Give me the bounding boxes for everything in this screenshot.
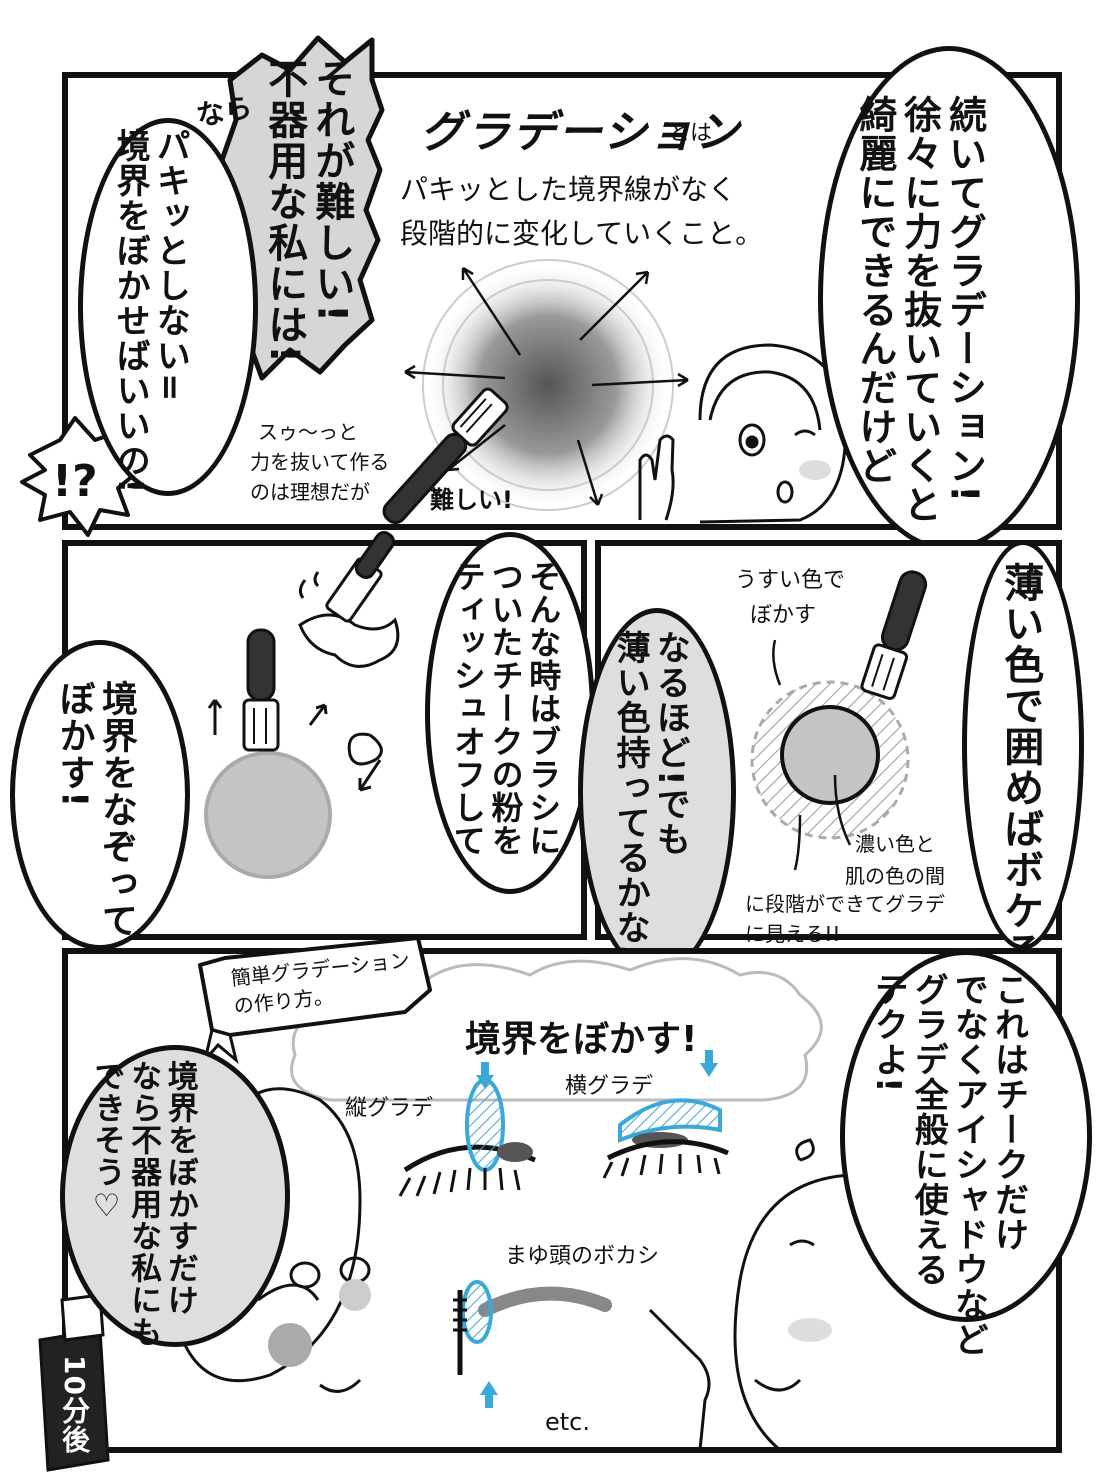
label-horizontal-gradient: 横グラデ xyxy=(565,1074,654,1099)
label-step-1: に段階ができてグラデ xyxy=(745,892,945,916)
time-badge-text: 10分後 xyxy=(58,1355,92,1454)
brush-panel-2 xyxy=(242,628,280,752)
speech-text-technique: これはチークだけ でなくアイシャドウなど グラデ全般に使える テクよ! xyxy=(868,972,1029,1357)
speech-bubble-continue xyxy=(818,46,1080,551)
label-light-color-2: ぼかす xyxy=(750,603,817,628)
girl-face-panel-1 xyxy=(638,343,847,524)
speech-bubble-surround xyxy=(962,540,1084,950)
girl-left xyxy=(183,1087,371,1393)
pointer-lines-panel-3 xyxy=(772,639,852,871)
gradient-circle xyxy=(422,259,674,511)
speech-bubble-blur xyxy=(78,118,258,496)
gradation-heading-suffix: とは xyxy=(668,121,713,146)
speech-text-trace: 境界をなぞって ぼかす! xyxy=(53,680,137,939)
speech-text-can-do: 境界をぼかすだけ なら不器用な私にも できそう♡ xyxy=(88,1060,198,1348)
brush-caption-line1: スゥ〜っと xyxy=(258,420,358,444)
label-vertical-gradient: 縦グラデ xyxy=(345,1096,434,1121)
panel-4-title: 境界をぼかす! xyxy=(465,1019,698,1060)
time-badge-shape xyxy=(38,1293,110,1472)
motion-arrows-panel-2 xyxy=(207,699,383,792)
label-light-color: うすい色で xyxy=(735,568,846,593)
inner-grey-circle xyxy=(780,705,880,805)
brush-caption-line3: のは理想だが xyxy=(250,480,370,504)
brush-caption-line2: 力を抜いて作る xyxy=(250,450,390,474)
gradation-definition-line1: パキッとした境界線がなく xyxy=(400,173,737,206)
label-between-1: 濃い色と xyxy=(855,832,935,856)
label-step-2: に見える!! xyxy=(745,922,841,946)
brush-panel-3 xyxy=(860,570,928,700)
brow-blur xyxy=(453,1280,612,1408)
label-between-2: 肌の色の間 xyxy=(845,864,945,888)
speech-bubble-technique xyxy=(840,950,1092,1322)
brush-panel-1 xyxy=(382,387,509,525)
speech-text-continue: 続いてグラデーション! 徐々に力を抜いていくと 綺麗にできるんだけど xyxy=(852,95,987,524)
eye-horizontal-gradient xyxy=(602,1050,729,1179)
speech-bubble-tissue xyxy=(425,532,595,894)
speech-text-tissue: そんな時はブラシに ついたチークの粉を ティッシュオフして xyxy=(448,560,563,857)
label-etc: etc. xyxy=(545,1408,590,1436)
speech-text-spiky: それが難しい! 不器用な私には! xyxy=(261,58,355,365)
label-brow-blur: まゆ頭のボカシ xyxy=(505,1244,660,1269)
speech-text-naruhodo: なるほど!でも 薄い色持ってるかな… xyxy=(610,630,691,980)
gradation-heading: グラデーション xyxy=(420,107,742,158)
hard-caption: 難しい! xyxy=(430,486,513,514)
radiating-arrows xyxy=(404,266,689,506)
exclaim-mark: !? xyxy=(52,456,98,507)
blurred-circle xyxy=(196,743,340,887)
tissue-with-brush xyxy=(298,531,400,668)
speech-bubble-trace xyxy=(10,640,190,950)
gradation-definition-line2: 段階的に変化していくこと。 xyxy=(400,217,764,250)
speech-text-surround: 薄い色で囲めばボケる! xyxy=(997,562,1044,992)
speech-text-blur: パキッとしない= 境界をぼかせばいいの! xyxy=(110,128,191,495)
speech-bubble-can-do xyxy=(60,1045,290,1347)
eye-vertical-gradient xyxy=(398,1062,536,1197)
